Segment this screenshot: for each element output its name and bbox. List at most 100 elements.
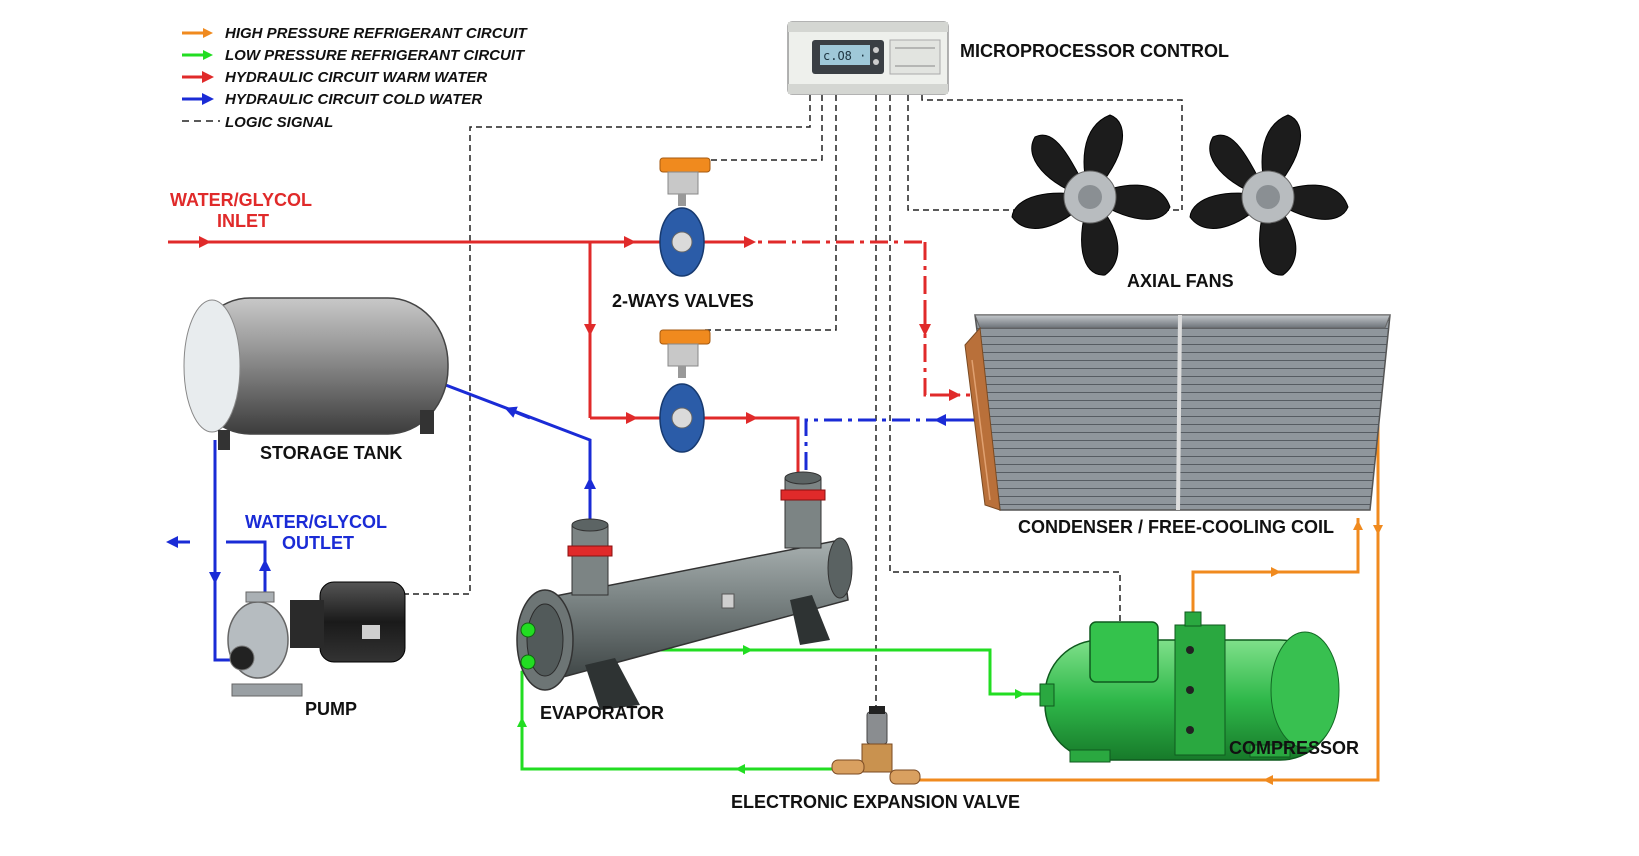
evaporator-support-right — [790, 595, 830, 645]
condenser-label: CONDENSER / FREE-COOLING COIL — [1018, 517, 1334, 537]
evaporator-label: EVAPORATOR — [540, 703, 664, 723]
logic-signal-lines — [365, 95, 1183, 715]
fan-hub-center — [1078, 185, 1102, 209]
valve-disc — [671, 231, 693, 253]
blue-arrow-to-tank — [504, 406, 531, 420]
evaporator-refrigerant-port — [520, 654, 536, 670]
inlet-label-line2: INLET — [217, 211, 269, 231]
microprocessor-label: MICROPROCESSOR CONTROL — [960, 41, 1229, 61]
evaporator-refrigerant-port — [520, 622, 536, 638]
controller-display-text: c.O8 · — [823, 49, 866, 63]
axial-fan-right — [1189, 114, 1349, 276]
outlet-label-line1: WATER/GLYCOL — [245, 512, 387, 532]
compressor — [1039, 611, 1340, 763]
two-way-valve-lower — [659, 329, 711, 453]
expansion-valve-inlet — [831, 759, 865, 775]
evaporator-head-inner — [526, 603, 564, 677]
controller-button-1 — [873, 47, 879, 53]
blue-pump-to-outlet — [226, 540, 267, 595]
legend-warm-water: HYDRAULIC CIRCUIT WARM WATER — [182, 69, 487, 86]
compressor-foot — [1249, 744, 1291, 758]
valve-stem — [678, 194, 686, 206]
valve-actuator — [659, 329, 711, 345]
coil-copper-line — [971, 359, 991, 501]
legend-low-pressure: LOW PRESSURE REFRIGERANT CIRCUIT — [182, 47, 526, 64]
storage-tank — [183, 297, 449, 450]
signal-to-fan-right — [921, 95, 1183, 210]
expansion-valve-outlet — [889, 769, 921, 785]
expansion-valve-body — [861, 743, 893, 773]
microprocessor-controller: c.O8 · — [787, 21, 949, 95]
evaporator-nameplate — [721, 593, 735, 609]
evaporator-nozzle-right — [784, 477, 822, 549]
legend-logic-signal-text: LOGIC SIGNAL — [225, 114, 333, 131]
coil-face — [974, 314, 1391, 511]
signal-to-fans — [907, 95, 1180, 211]
legend-warm-water-text: HYDRAULIC CIRCUIT WARM WATER — [225, 69, 487, 86]
signal-to-compressor — [889, 95, 1121, 632]
blue-dashed-from-coil — [804, 418, 978, 480]
evaporator-end — [827, 537, 853, 599]
evaporator-support-left — [585, 658, 640, 710]
tank-end-cap — [183, 299, 241, 433]
compressor-bolt — [1186, 726, 1194, 734]
legend-high-pressure: HIGH PRESSURE REFRIGERANT CIRCUIT — [182, 25, 529, 42]
pump-coupling — [290, 600, 324, 648]
controller-top-strip — [788, 22, 948, 32]
legend-high-pressure-text: HIGH PRESSURE REFRIGERANT CIRCUIT — [225, 25, 529, 42]
coil-divider — [1176, 314, 1182, 511]
storage-tank-label: STORAGE TANK — [260, 443, 402, 463]
compressor-bolt — [1186, 646, 1194, 654]
tank-leg-left — [218, 430, 230, 450]
valve-stem — [678, 366, 686, 378]
compressor-bolt — [1186, 686, 1194, 694]
compressor-suction-port — [1039, 683, 1055, 707]
controller-button-2 — [873, 59, 879, 65]
compressor-foot — [1069, 749, 1111, 763]
evaporator-nozzle-right-top — [784, 471, 822, 485]
compressor-discharge-port — [1184, 611, 1202, 627]
evaporator-clamp-right — [780, 489, 826, 501]
evaporator — [516, 471, 853, 710]
two-ways-valves-label: 2-WAYS VALVES — [612, 291, 754, 311]
outlet-label-line2: OUTLET — [282, 533, 354, 553]
compressor-flange — [1174, 624, 1226, 756]
pump-label: PUMP — [305, 699, 357, 719]
tank-leg-right — [420, 410, 434, 434]
valve-neck — [667, 171, 699, 195]
red-line-to-evaporator — [700, 416, 800, 480]
controller-terminals — [889, 39, 941, 75]
pump-outlet-flange — [245, 591, 275, 603]
controller-display — [820, 45, 870, 65]
valve-disc — [671, 407, 693, 429]
evaporator-nozzle-left — [571, 524, 609, 596]
legend-low-pressure-text: LOW PRESSURE REFRIGERANT CIRCUIT — [225, 47, 526, 64]
pump-inlet — [229, 645, 255, 671]
valve-actuator — [659, 157, 711, 173]
expansion-valve — [831, 706, 921, 785]
warm-water-circuit — [168, 236, 970, 480]
evaporator-clamp-left — [567, 545, 613, 557]
blue-evap-to-tank — [421, 374, 592, 525]
axial-fan-left — [1011, 114, 1171, 276]
inlet-label-line1: WATER/GLYCOL — [170, 190, 312, 210]
compressor-label: COMPRESSOR — [1229, 738, 1359, 758]
signal-to-lower-valve — [705, 95, 837, 331]
axial-fans-label: AXIAL FANS — [1127, 271, 1234, 291]
pump — [227, 581, 406, 697]
evaporator-nozzle-left-top — [571, 518, 609, 532]
legend-logic-signal: LOGIC SIGNAL — [182, 114, 333, 131]
pump-nameplate — [362, 625, 380, 639]
two-way-valve-upper — [659, 157, 711, 277]
legend-cold-water-text: HYDRAULIC CIRCUIT COLD WATER — [225, 91, 482, 108]
red-dashed-down-to-coil — [923, 242, 970, 397]
pump-motor — [319, 581, 406, 663]
legend-cold-water: HYDRAULIC CIRCUIT COLD WATER — [182, 91, 482, 108]
expansion-valve-connector — [869, 706, 885, 714]
controller-bottom-strip — [788, 84, 948, 94]
expansion-valve-actuator — [866, 711, 888, 745]
signal-to-upper-valve — [705, 95, 823, 161]
high-pressure-circuit — [905, 395, 1383, 785]
compressor-end-cap — [1270, 631, 1340, 749]
